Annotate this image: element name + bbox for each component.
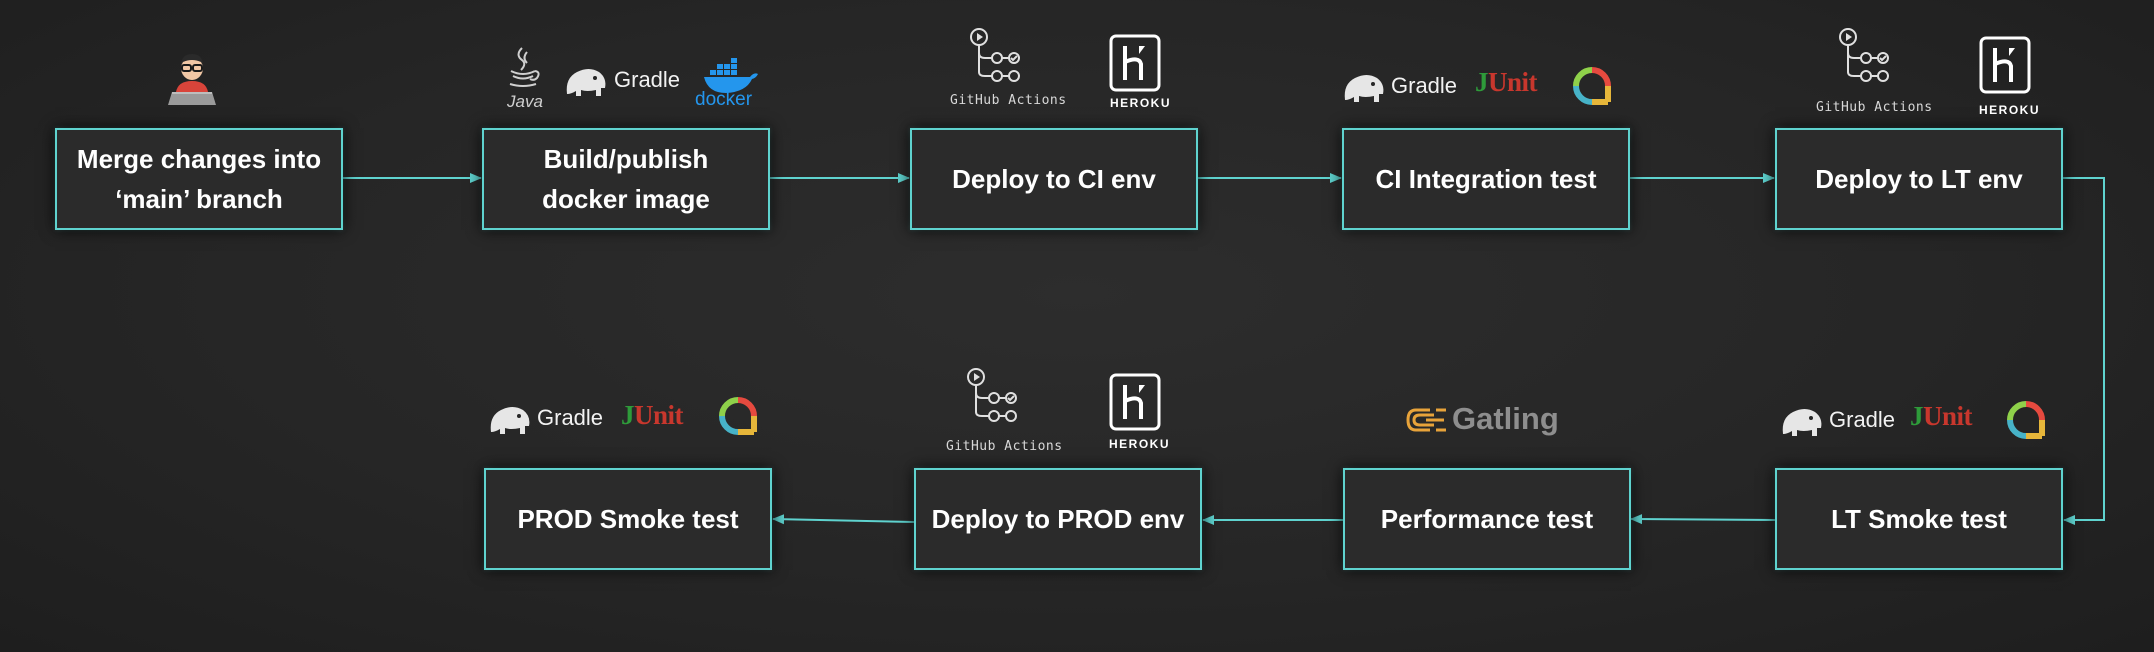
junit-unit: Unit	[1923, 401, 1973, 431]
heroku-icon	[1109, 34, 1161, 92]
java-label: Java	[507, 92, 543, 111]
gradle-label-prod-smoke: Gradle	[537, 405, 604, 430]
heroku-label-lt: HEROKU	[1979, 103, 2041, 117]
heroku-label-ci: HEROKU	[1110, 96, 1172, 110]
step-build-label: Build/publish docker image	[542, 144, 710, 214]
step-lt-smoke: LT Smoke test	[1775, 468, 2063, 570]
arrow-lt-smoke-to-perf	[1630, 514, 1776, 525]
junit-logo-ci-test: JUnit	[1475, 67, 1538, 98]
github-actions-label-prod: GitHub Actions	[946, 439, 1063, 454]
allure-icon	[1573, 67, 1611, 105]
step-deploy-prod-label: Deploy to PROD env	[931, 504, 1185, 534]
allure-icon	[2007, 401, 2045, 439]
gradle-label-ci-test: Gradle	[1391, 73, 1458, 98]
step-merge: Merge changes into ‘main’ branch	[55, 128, 343, 230]
step-deploy-lt-label: Deploy to LT env	[1815, 164, 2023, 194]
docker-label: docker	[695, 89, 753, 110]
gradle-elephant-icon	[1782, 409, 1822, 436]
junit-unit: Unit	[634, 400, 684, 430]
junit-j: J	[1475, 67, 1489, 97]
step-ci-test-label: CI Integration test	[1375, 164, 1597, 194]
github-actions-icon	[1839, 28, 1889, 82]
developer-laptop-icon	[168, 54, 216, 105]
arrow-deploy-prod-to-prod-smoke	[772, 514, 915, 525]
step-ci-test: CI Integration test	[1342, 128, 1630, 230]
step-merge-label: Merge changes into ‘main’ branch	[76, 144, 322, 214]
gradle-elephant-icon	[490, 407, 530, 434]
junit-logo-lt-smoke: JUnit	[1910, 401, 1973, 432]
step-perf: Performance test	[1343, 468, 1631, 570]
step-deploy-prod: Deploy to PROD env	[914, 468, 1202, 570]
arrow-deploy-lt-to-lt-smoke	[2062, 177, 2105, 525]
github-actions-label-lt: GitHub Actions	[1816, 100, 1933, 115]
github-actions-icon	[970, 28, 1020, 82]
docker-whale-icon	[704, 58, 758, 93]
junit-unit: Unit	[1488, 67, 1538, 97]
gradle-elephant-icon	[1344, 75, 1384, 102]
step-lt-smoke-label: LT Smoke test	[1831, 504, 2007, 534]
step-perf-label: Performance test	[1380, 504, 1594, 534]
step-prod-smoke: PROD Smoke test	[484, 468, 772, 570]
junit-j: J	[1910, 401, 1924, 431]
heroku-label-prod: HEROKU	[1109, 437, 1171, 451]
step-prod-smoke-label: PROD Smoke test	[517, 504, 739, 534]
step-deploy-ci: Deploy to CI env	[910, 128, 1198, 230]
github-actions-label-ci: GitHub Actions	[950, 93, 1067, 108]
gradle-elephant-icon	[566, 69, 606, 96]
java-icon	[509, 47, 540, 87]
junit-j: J	[621, 400, 635, 430]
step-build: Build/publish docker image	[482, 128, 770, 230]
heroku-icon	[1979, 36, 2031, 94]
allure-icon	[719, 397, 757, 435]
junit-logo-prod-smoke: JUnit	[621, 400, 684, 431]
gatling-icon	[1406, 408, 1446, 432]
gradle-label-lt-smoke: Gradle	[1829, 407, 1896, 432]
gatling-label: Gatling	[1452, 401, 1559, 436]
github-actions-icon	[967, 368, 1017, 422]
step-deploy-lt: Deploy to LT env	[1775, 128, 2063, 230]
step-deploy-ci-label: Deploy to CI env	[952, 164, 1156, 194]
heroku-icon	[1109, 373, 1161, 431]
gradle-label-build: Gradle	[614, 67, 681, 92]
